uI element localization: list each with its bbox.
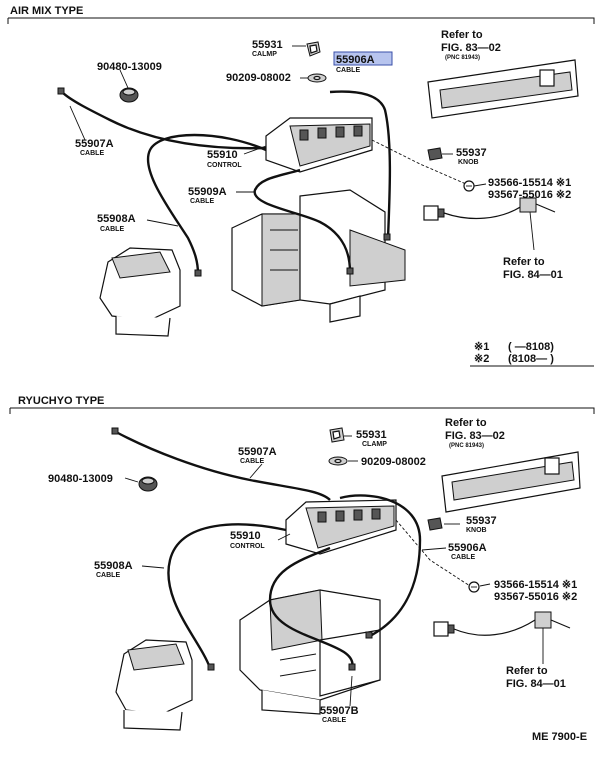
cable-55908a-path xyxy=(146,133,267,275)
label-90209-08002: 90209-08002 xyxy=(226,72,291,84)
note-text-2: (8108— ) xyxy=(508,353,554,365)
section-ryuchyo: RYUCHYO TYPE xyxy=(9,395,595,743)
ref-fig-84-01-2-line2: FIG. 84—01 xyxy=(506,678,566,690)
svg-text:KNOB: KNOB xyxy=(466,527,487,534)
cable-55908a-path-2 xyxy=(167,523,287,669)
svg-text:CABLE: CABLE xyxy=(80,150,104,157)
label-55906a-2: 55906A xyxy=(448,542,487,554)
section-air-mix: AIR MIX TYPE xyxy=(7,5,595,367)
cable-55909a-path xyxy=(253,168,352,273)
clamp-part-2 xyxy=(329,427,345,443)
label-55907a: 55907A xyxy=(75,138,114,150)
cable-55906a-path-2 xyxy=(339,494,422,638)
ref-fig-83-02-line1: Refer to xyxy=(441,29,483,41)
label-93567-55016-2: 93567-55016 ※2 xyxy=(494,591,577,603)
ref-fig-84-01-line2: FIG. 84—01 xyxy=(503,269,563,281)
section-title-air-mix: AIR MIX TYPE xyxy=(10,5,83,17)
cable-55907a-path-2 xyxy=(115,430,331,501)
ref-fig-83-02-2-line2: FIG. 83—02 xyxy=(445,430,505,442)
dashed-lead-knob-2 xyxy=(395,519,471,587)
svg-text:CABLE: CABLE xyxy=(336,67,360,74)
label-93567-55016: 93567-55016 ※2 xyxy=(488,189,571,201)
label-55937-2: 55937 xyxy=(466,515,497,527)
ref-fig-83-02-2-line3: (PNC 81943) xyxy=(449,443,484,449)
ref-fig-83-02-line3: (PNC 81943) xyxy=(445,55,480,61)
svg-text:CABLE: CABLE xyxy=(322,717,346,724)
note-mark-1: ※1 xyxy=(474,341,489,353)
label-55937: 55937 xyxy=(456,147,487,159)
svg-text:CONTROL: CONTROL xyxy=(230,543,265,550)
highlight-55906a xyxy=(333,51,393,66)
svg-text:CABLE: CABLE xyxy=(451,554,475,561)
label-55908a: 55908A xyxy=(97,213,136,225)
heater-unit-part xyxy=(231,189,406,323)
clamp-part xyxy=(306,41,321,57)
label-55908a-2: 55908A xyxy=(94,560,133,572)
blower-unit-part xyxy=(99,247,181,337)
knob-part xyxy=(427,147,443,161)
label-55931: 55931 xyxy=(252,39,283,51)
svg-text:CALMP: CALMP xyxy=(252,51,277,58)
face-panel-part-2 xyxy=(441,451,581,513)
svg-text:CABLE: CABLE xyxy=(240,458,264,465)
section-title-ryuchyo: RYUCHYO TYPE xyxy=(18,395,104,407)
label-90209-08002-2: 90209-08002 xyxy=(361,456,426,468)
lamp-wiring-part-2 xyxy=(433,611,571,664)
cable-55906a-path xyxy=(329,90,392,239)
face-panel-part xyxy=(427,59,579,119)
lamp-wiring-part xyxy=(423,197,556,251)
svg-text:CABLE: CABLE xyxy=(96,572,120,579)
svg-text:CABLE: CABLE xyxy=(190,198,214,205)
label-55909a: 55909A xyxy=(188,186,227,198)
note-mark-2: ※2 xyxy=(474,353,489,365)
control-unit-part-2 xyxy=(285,499,397,555)
label-55910-2: 55910 xyxy=(230,530,261,542)
dashed-lead-knob xyxy=(371,139,467,185)
control-unit-part xyxy=(265,117,373,173)
section-frame-top-2 xyxy=(9,407,595,414)
ref-fig-83-02-line2: FIG. 83—02 xyxy=(441,42,501,54)
ref-fig-84-01-line1: Refer to xyxy=(503,256,545,268)
blower-unit-part-2 xyxy=(115,639,193,731)
label-90480-13009: 90480-13009 xyxy=(97,61,162,73)
label-90480-13009-2: 90480-13009 xyxy=(48,473,113,485)
svg-text:CONTROL: CONTROL xyxy=(207,162,242,169)
knob-part-2 xyxy=(427,517,443,531)
label-93566-15514-2: 93566-15514 ※1 xyxy=(494,579,577,591)
figure-code: ME 7900-E xyxy=(532,731,587,743)
note-text-1: ( —8108) xyxy=(508,341,554,353)
label-55906a: 55906A xyxy=(336,54,375,66)
svg-text:KNOB: KNOB xyxy=(458,159,479,166)
cable-55907b-path xyxy=(268,546,354,669)
label-55931-2: 55931 xyxy=(356,429,387,441)
ref-fig-83-02-2-line1: Refer to xyxy=(445,417,487,429)
label-55910: 55910 xyxy=(207,149,238,161)
cable-55907a-path xyxy=(61,91,267,150)
label-55907a-2: 55907A xyxy=(238,446,277,458)
ref-fig-84-01-2-line1: Refer to xyxy=(506,665,548,677)
label-55907b: 55907B xyxy=(320,705,359,717)
svg-text:CLAMP: CLAMP xyxy=(362,441,387,448)
label-93566-15514: 93566-15514 ※1 xyxy=(488,177,571,189)
grommet-part-2 xyxy=(138,476,158,492)
section-frame-top xyxy=(7,17,595,24)
svg-text:CABLE: CABLE xyxy=(100,226,124,233)
grommet-part xyxy=(119,87,139,103)
heater-unit-part-2 xyxy=(239,589,381,715)
